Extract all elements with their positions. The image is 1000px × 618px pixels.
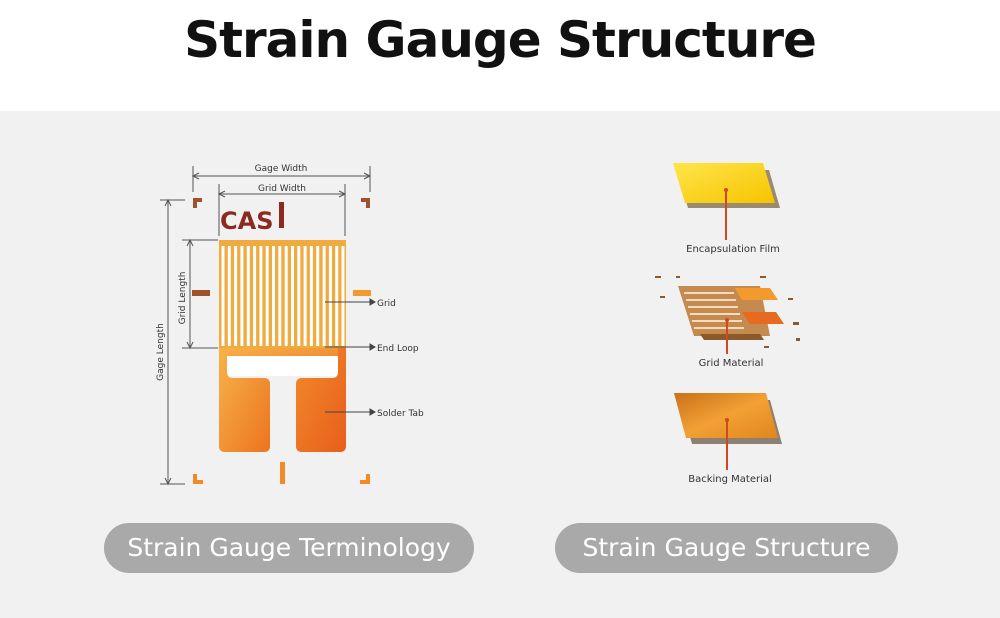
gage-length-dimension [160,198,185,486]
grid-body [219,240,346,350]
grid-conductor-gap [341,246,345,346]
strain-gauge-structure-button[interactable]: Strain Gauge Structure [555,523,898,573]
grid-conductor-gap [259,246,263,346]
grid-conductor-gap [278,246,282,346]
grid-material-label: Grid Material [699,358,764,369]
end-loop-gap [227,356,338,376]
grid-conductor-gap [265,246,269,346]
solder-tab-right [296,348,346,452]
encapsulation-film-layer [673,163,780,240]
end-loop-callout-arrow [369,343,376,351]
grid-conductor-gap [221,246,225,346]
grid-material-layer [655,276,800,354]
grid-conductor-gap [253,246,257,346]
gage-length-label: Gage Length [156,323,166,381]
grid-width-dimension [217,184,347,236]
logo-bar [279,202,284,228]
grid-length-dimension [182,238,218,350]
grid-conductor-gap [291,246,294,346]
grid-lines [219,240,346,346]
grid-conductor-gap [272,246,275,346]
grid-label: Grid [377,299,396,309]
grid-conductor-gap [234,246,238,346]
grid-conductor-gap [335,246,339,346]
structure-diagram: Encapsulation Film [655,163,800,485]
grid-conductor-gap [309,246,313,346]
backing-material-sheet [674,393,778,438]
page-title: Strain Gauge Structure [184,11,817,69]
grid-conductor-gap [284,246,288,346]
grid-conductor-gap [246,246,250,346]
backing-material-label: Backing Material [688,474,772,485]
grid-conductor-gap [322,246,326,346]
grid-width-label: Grid Width [258,184,306,194]
gage-width-dimension [191,166,372,192]
solder-tab-callout-arrow [369,408,376,416]
grid-conductor-gap [328,246,332,346]
backing-material-layer [674,393,782,470]
grid-conductor-gap [303,246,307,346]
grid-top-loop [219,240,346,246]
grid-conductor-gap [240,246,244,346]
gage-width-label: Gage Width [255,164,308,174]
grid-callout-arrow [369,298,376,306]
solder-tab-left [219,348,270,452]
solder-tab-label: Solder Tab [377,409,424,419]
grid-conductor-gap [227,246,231,346]
terminology-diagram: Gage Width Grid Width Gage Length G [156,164,424,486]
corner-marks [192,198,371,484]
grid-conductor-gap [297,246,301,346]
strain-gauge-terminology-button[interactable]: Strain Gauge Terminology [104,523,474,573]
encapsulation-film-sheet [673,163,775,203]
grid-length-label: Grid Length [178,272,188,325]
grid-conductor-gap [316,246,320,346]
cas-logo: CAS [220,207,273,235]
encapsulation-film-label: Encapsulation Film [686,244,780,255]
end-loop-label: End Loop [377,344,419,354]
